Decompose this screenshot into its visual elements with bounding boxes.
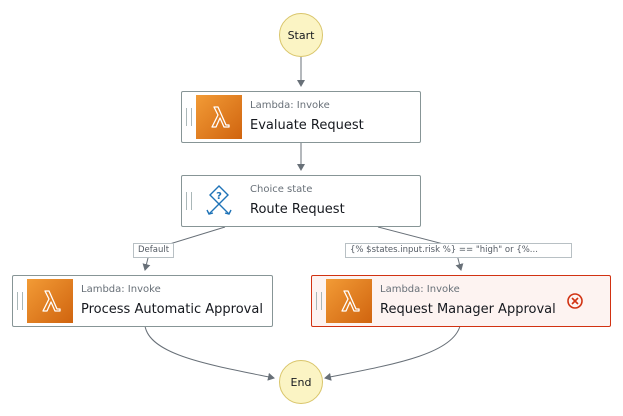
state-type: Choice state: [250, 184, 313, 195]
state-name: Route Request: [250, 202, 345, 217]
state-process-automatic-approval[interactable]: Lambda: Invoke Process Automatic Approva…: [12, 275, 273, 327]
start-node[interactable]: Start: [279, 13, 323, 57]
state-name: Evaluate Request: [250, 118, 364, 133]
state-type: Lambda: Invoke: [380, 284, 460, 295]
end-node[interactable]: End: [279, 360, 323, 404]
lambda-icon: [27, 279, 73, 323]
lambda-icon: [326, 279, 372, 323]
drag-handle[interactable]: [182, 92, 196, 142]
svg-text:?: ?: [216, 191, 222, 202]
state-route-request[interactable]: ? Choice state Route Request: [181, 175, 421, 227]
state-type: Lambda: Invoke: [81, 284, 161, 295]
drag-handle[interactable]: [182, 176, 196, 226]
choice-icon: ?: [196, 179, 242, 223]
error-icon[interactable]: [566, 292, 584, 310]
state-type: Lambda: Invoke: [250, 100, 330, 111]
state-request-manager-approval[interactable]: Lambda: Invoke Request Manager Approval: [311, 275, 611, 327]
start-label: Start: [287, 28, 315, 42]
edge-label-high-risk[interactable]: {% $states.input.risk %} == "high" or {%…: [345, 243, 572, 258]
drag-handle[interactable]: [13, 276, 27, 326]
edge-auto-end: [144, 325, 275, 381]
drag-handle[interactable]: [312, 276, 326, 326]
edge-manager-end: [324, 325, 461, 381]
lambda-icon: [196, 95, 242, 139]
state-evaluate-request[interactable]: Lambda: Invoke Evaluate Request: [181, 91, 421, 143]
state-name: Request Manager Approval: [380, 302, 556, 317]
end-label: End: [290, 375, 312, 389]
edge-label-default[interactable]: Default: [133, 243, 175, 258]
state-name: Process Automatic Approval: [81, 302, 263, 317]
